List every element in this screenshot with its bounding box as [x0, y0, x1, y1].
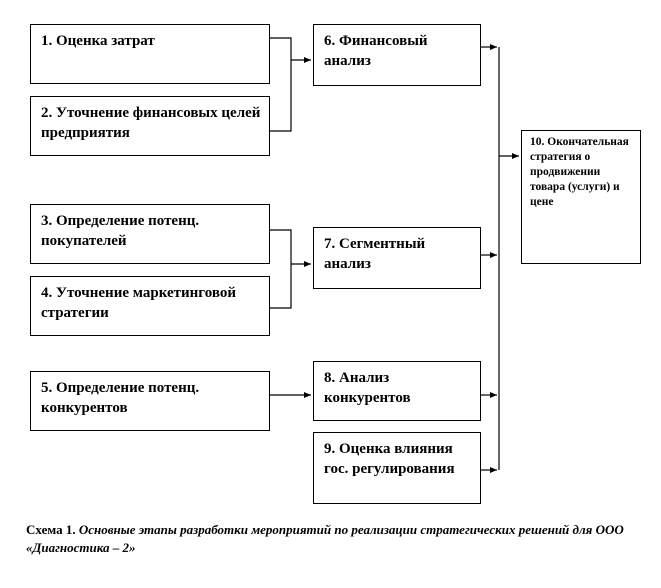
box-4: 4. Уточнение маркетинговой стратегии — [30, 276, 270, 336]
box-6: 6. Финансовый анализ — [313, 24, 481, 86]
connector-1-to-6 — [270, 37, 292, 132]
box-10: 10. Окончательная стратегия о продвижени… — [521, 130, 641, 264]
box-7: 7. Сегментный анализ — [313, 227, 481, 289]
box-1: 1. Оценка затрат — [30, 24, 270, 84]
caption-lead: Схема 1. — [26, 522, 76, 537]
box-8: 8. Анализ конкурентов — [313, 361, 481, 421]
box-3: 3. Определение потенц. покупателей — [30, 204, 270, 264]
diagram-caption: Схема 1. Основные этапы разработки мероп… — [26, 521, 646, 557]
caption-text: Основные этапы разработки мероприятий по… — [26, 522, 624, 555]
connector-3-to-7 — [270, 229, 292, 309]
box-2: 2. Уточнение финансовых целей предприяти… — [30, 96, 270, 156]
box-9: 9. Оценка влияния гос. регулирования — [313, 432, 481, 504]
box-5: 5. Определение потенц. конкурентов — [30, 371, 270, 431]
